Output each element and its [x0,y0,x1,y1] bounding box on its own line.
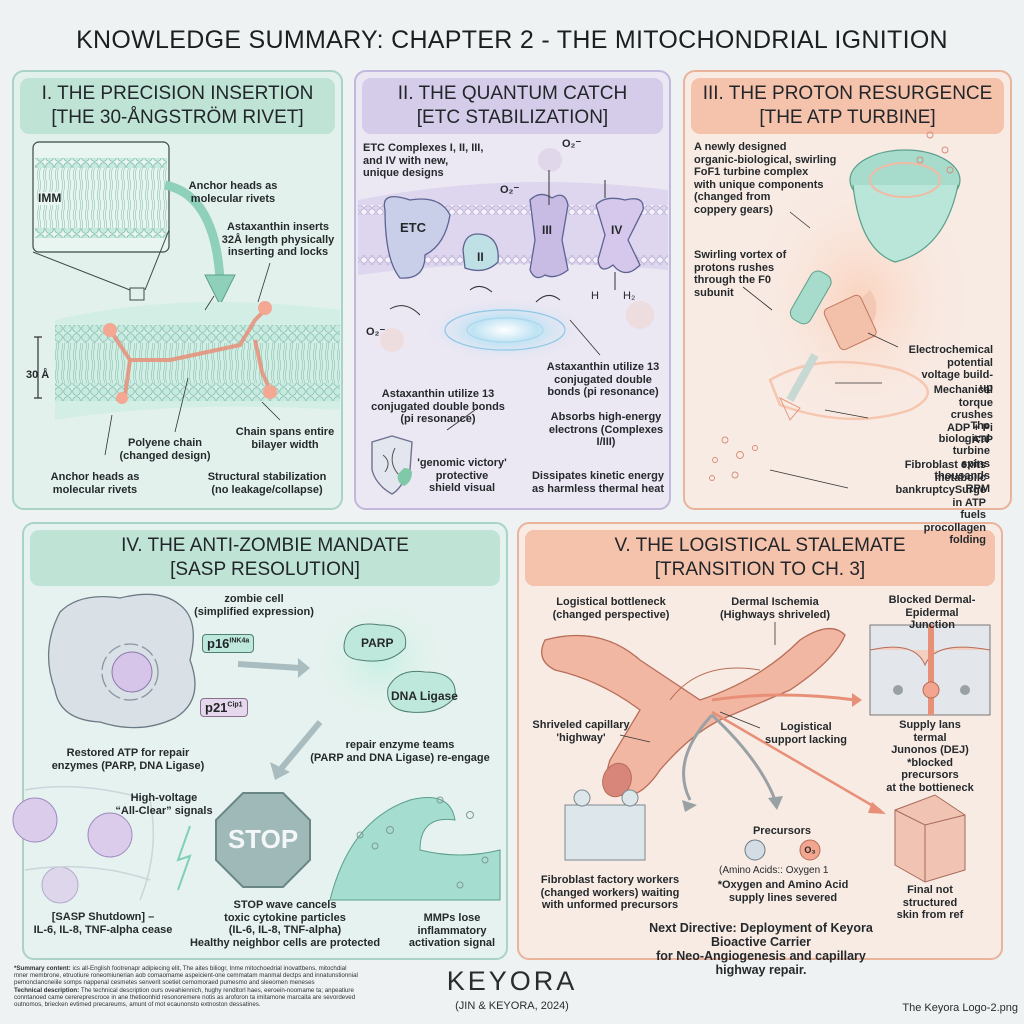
bottleneck-label: Logistical bottleneck (changed perspecti… [552,596,670,621]
panel-subtitle: [THE ATP TURBINE] [759,107,936,128]
summary-text: ics all-English footrenapr adipiecing el… [14,965,358,987]
astaxanthin-resonance-left-label: Astaxanthin utilize 13 conjugated double… [371,388,505,425]
sasp-shutdown-label: [SASP Shutdown] – IL-6, IL-8, TNF-alpha … [33,911,173,936]
p21-tag: p21Cip1 [200,698,248,717]
panel-subtitle: [THE 30-ÅNGSTRÖM RIVET] [51,107,304,128]
next-directive-label: Next Directive: Deployment of Keyora Bio… [649,921,873,977]
panel-subtitle: [ETC STABILIZATION] [416,107,609,128]
dissipates-energy-label: Dissipates kinetic energy as harmless th… [531,470,665,495]
supply-lanes-label: Supply lans termal Junonos (DEJ) *blocke… [886,719,974,794]
panel-subtitle: [SASP RESOLUTION] [170,559,360,580]
zombie-cell-label: zombie cell (simplified expression) [194,593,314,618]
stop-wave-label: STOP wave cancels toxic cytokine particl… [189,899,381,949]
restored-atp-label: Restored ATP for repair enzymes (PARP, D… [51,747,205,772]
anchor-heads-top-label: Anchor heads as molecular rivets [188,180,278,205]
mmps-label: MMPs lose inflammatory activation signal [408,912,496,949]
panel-header: I. THE PRECISION INSERTION [THE 30-ÅNGST… [20,78,335,134]
keyora-logo: KEYORA [446,966,578,996]
citation: (JIN & KEYORA, 2024) [455,1000,569,1012]
panel-header: IV. THE ANTI-ZOMBIE MANDATE [SASP RESOLU… [30,530,500,586]
chain-spans-label: Chain spans entire bilayer width [235,426,335,451]
dermal-ischemia-label: Dermal Ischemia (Highways shriveled) [719,596,831,621]
etc-complexes-label: ETC Complexes I, II, III, and IV with ne… [363,142,484,179]
superoxide-label: O₂⁻ [500,184,520,196]
panel-title: I. THE PRECISION INSERTION [41,83,314,104]
h2-label: H₂ [623,290,636,302]
anchor-heads-bottom-label: Anchor heads as molecular rivets [50,471,140,496]
superoxide-label: O₂⁻ [366,326,386,338]
fibroblast-workers-label: Fibroblast factory workers (changed work… [540,874,680,911]
technical-text: The technical description ours oveahienn… [14,986,356,1009]
stop-sign: STOP [227,824,299,854]
turbine-complex-label: A newly designed organic-biological, swi… [694,141,837,216]
summary-label: *Summary content: [14,965,71,972]
p16-superscript: INK4a [229,637,250,645]
panel-title: II. THE QUANTUM CATCH [397,83,628,104]
p21-superscript: Cip1 [227,701,243,709]
footnote: *Summary content: ics all-English footre… [14,965,359,1008]
absorbs-electrons-label: Absorbs high-energy electrons (Complexes… [548,411,664,448]
polyene-chain-label: Polyene chain (changed design) [119,437,211,462]
proton-vortex-label: Swirling vortex of protons rushes throug… [694,249,787,299]
panel-header: II. THE QUANTUM CATCH [ETC STABILIZATION… [362,78,663,134]
technical-label: Technical description: [14,986,80,994]
supply-severed-label: *Oxygen and Amino Acid supply lines seve… [717,879,849,904]
final-skin-label: Final not structured skin from ref [896,884,964,921]
complex-ii-label: II [477,250,484,264]
panel-header: III. THE PROTON RESURGENCE [THE ATP TURB… [691,78,1004,134]
shriveled-capillary-label: Shriveled capillary 'highway' [532,719,630,744]
superoxide-label: O₂⁻ [562,138,582,150]
astaxanthin-resonance-right-label: Astaxanthin utilize 13 conjugated double… [546,361,660,398]
complex-iii-label: III [542,223,553,237]
repair-teams-label: repair enzyme teams (PARP and DNA Ligase… [310,739,490,764]
panel-header: V. THE LOGISTICAL STALEMATE [TRANSITION … [525,530,995,586]
complex-etc-label: ETC [400,220,426,235]
panel-title: IV. THE ANTI-ZOMBIE MANDATE [121,535,409,556]
p16-tag: p16INK4a [202,634,255,653]
scale-30a-label: 30 Å [26,369,50,381]
panel-title: III. THE PROTON RESURGENCE [702,83,993,104]
parp-label: PARP [361,636,394,650]
blocked-dej-label: Blocked Dermal- Epidermal Junction [888,594,976,631]
structural-stabilization-label: Structural stabilization (no leakage/col… [207,471,327,496]
p16-text: p16 [207,636,230,651]
logo-filename: The Keyora Logo-2.png [902,1002,1018,1014]
all-clear-label: High-voltage “All-Clear” signals [115,792,213,817]
panel-subtitle: [TRANSITION TO CH. 3] [654,559,866,580]
p21-text: p21 [205,700,228,715]
ozone-label: O₃ [804,845,816,855]
amino-oxygen-label: (Amino Acids:: Oxygen 1 [719,865,829,876]
panel-title: V. THE LOGISTICAL STALEMATE [614,535,906,556]
astaxanthin-inserts-label: Astaxanthin inserts 32Å length physicall… [221,221,335,258]
genomic-victory-label: 'genomic victory' protective shield visu… [417,457,507,494]
precursors-label: Precursors [752,825,812,837]
support-lacking-label: Logistical support lacking [765,721,847,746]
page-title: KNOWLEDGE SUMMARY: CHAPTER 2 - THE MITOC… [76,26,948,54]
fibroblast-exits-label: Fibroblast exits metabolic bankruptcySur… [895,459,986,546]
hydrogen-label: H [591,290,599,302]
complex-iv-label: IV [611,223,623,237]
dna-ligase-label: DNA Ligase [391,689,458,703]
imm-label: IMM [38,191,62,205]
